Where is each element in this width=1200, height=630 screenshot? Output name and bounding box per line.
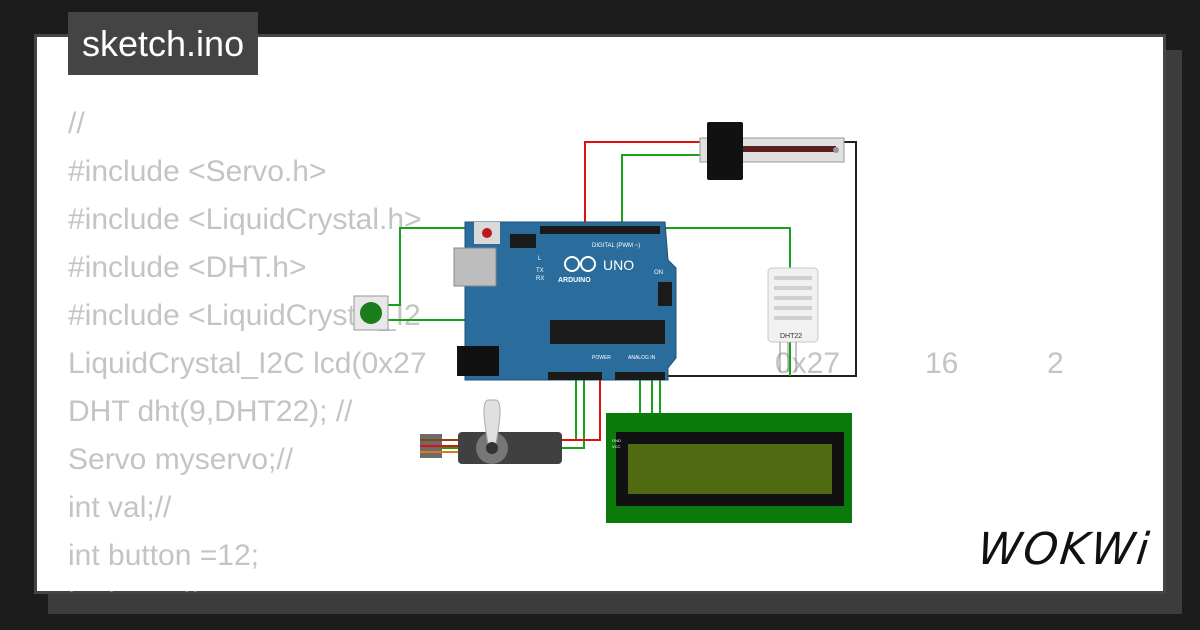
arduino-label: ARDUINO [558,277,591,284]
reset-button[interactable] [482,228,492,238]
code-line: int button =12; [68,539,259,572]
power-label: POWER [592,355,611,361]
code-line: DHT dht(9,DHT22); // [68,395,353,428]
power-header [548,372,602,380]
analog-header [615,372,665,380]
analog-label: ANALOG IN [628,355,656,361]
rx-label: RX [536,276,544,282]
atmega-chip [550,320,665,344]
lcd-columns: 16 [925,347,959,380]
code-line: #include <LiquidCrystal.h> [68,203,422,236]
code-line: int ls // [68,580,1168,592]
code-line: #include <Servo.h> [68,155,327,188]
tx-label: TX [536,268,544,274]
lcd-pin-vcc: VCC [612,444,621,449]
arduino-board[interactable]: UNO ARDUINO DIGITAL (PWM ~) ON L TX RX P… [453,221,677,381]
dht22-label: DHT22 [780,333,802,340]
slide-potentiometer[interactable] [699,122,845,180]
wire-servo-1 [440,378,577,441]
l-label: L [538,256,542,262]
usb-port [453,247,497,287]
arduino-logo [564,256,596,272]
on-label: ON [654,270,663,276]
code-line: Servo myservo;// [68,443,294,476]
code-line: #include <DHT.h> [68,251,307,284]
slider-knob[interactable] [707,122,743,180]
code-view: // #include <Servo.h> #include <LiquidCr… [68,100,1168,592]
wires [355,141,857,461]
file-tab[interactable]: sketch.ino [68,12,259,75]
digital-label: DIGITAL (PWM ~) [592,243,640,249]
power-jack [457,346,499,376]
lcd-display: GND VCC [606,413,852,523]
wokwi-logo: WOKWi [975,524,1154,575]
digital-header [540,226,660,234]
lcd-address: 0x27 [775,347,841,380]
push-button[interactable] [353,295,389,331]
lcd-pin-gnd: GND [612,438,621,443]
code-line: LiquidCrystal_I2C lcd(0x27 [68,347,427,380]
wire-black-pot [665,141,857,377]
lcd-args: 0x27 16 2 [775,340,1168,388]
wire-servo-3 [560,378,601,441]
lcd-rows: 2 [1047,347,1064,380]
code-line: // [68,107,85,140]
wire-red-pot [584,141,700,228]
uno-label: UNO [603,257,634,273]
dht22-sensor[interactable]: DHT22 [767,267,819,372]
code-line: int val;// [68,491,172,524]
servo-motor[interactable] [420,399,562,464]
